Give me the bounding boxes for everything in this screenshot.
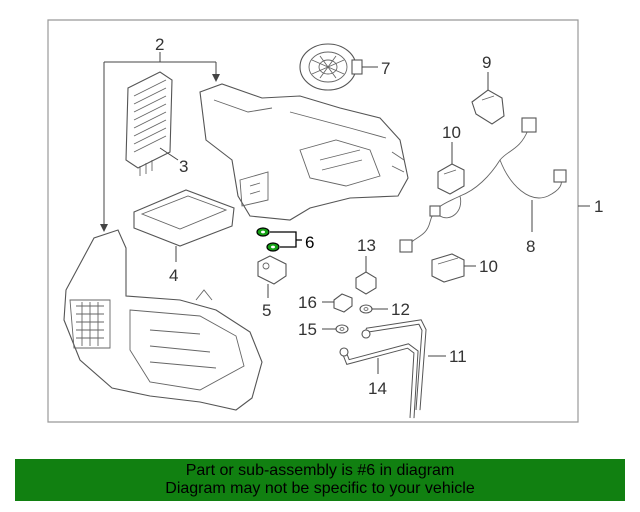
nut — [333, 293, 353, 313]
ac-pipes — [339, 319, 427, 419]
sensor — [471, 89, 505, 125]
washer-small — [335, 324, 349, 334]
callout-2: 2 — [155, 35, 164, 54]
part-6-seals — [256, 227, 280, 252]
callout-4: 4 — [169, 266, 178, 285]
leader-2-arrow-lower — [100, 224, 108, 232]
wiring-harness — [399, 117, 567, 253]
callout-10-lower: 10 — [479, 257, 498, 276]
banner-line-2: Diagram may not be specific to your vehi… — [165, 480, 475, 497]
callout-6: 6 — [305, 233, 314, 252]
callout-16: 16 — [298, 293, 317, 312]
lower-case-assembly — [63, 229, 263, 411]
callout-9: 9 — [482, 53, 491, 72]
leader-6 — [270, 231, 302, 248]
actuator — [257, 255, 287, 285]
actuator-upper — [437, 163, 465, 195]
leader-2-arrow-upper — [212, 74, 220, 82]
washer — [359, 304, 373, 314]
leader-3 — [159, 147, 179, 161]
callout-8: 8 — [526, 237, 535, 256]
callout-12: 12 — [391, 300, 410, 319]
banner-line-1: Part or sub-assembly is #6 in diagram — [185, 462, 455, 479]
parts-diagram: 1 2 3 4 5 6 7 8 9 10 10 11 12 13 14 15 1… — [47, 19, 603, 423]
diagram-frame — [47, 19, 579, 423]
callout-14: 14 — [368, 379, 387, 398]
callout-15: 15 — [298, 320, 317, 339]
callout-1: 1 — [594, 197, 603, 216]
callout-10-upper: 10 — [442, 123, 461, 142]
leader-2 — [103, 52, 217, 230]
control-module — [431, 253, 465, 283]
upper-case-assembly — [199, 83, 409, 221]
callout-7: 7 — [381, 59, 390, 78]
callout-11: 11 — [449, 347, 467, 366]
heater-core — [133, 189, 235, 247]
callout-13: 13 — [357, 236, 376, 255]
callout-5: 5 — [262, 301, 271, 320]
valve-cap — [355, 271, 377, 295]
blower-motor — [299, 43, 363, 91]
callout-3: 3 — [179, 157, 188, 176]
evaporator-core — [125, 71, 173, 176]
info-banner: Part or sub-assembly is #6 in diagram Di… — [15, 459, 625, 501]
